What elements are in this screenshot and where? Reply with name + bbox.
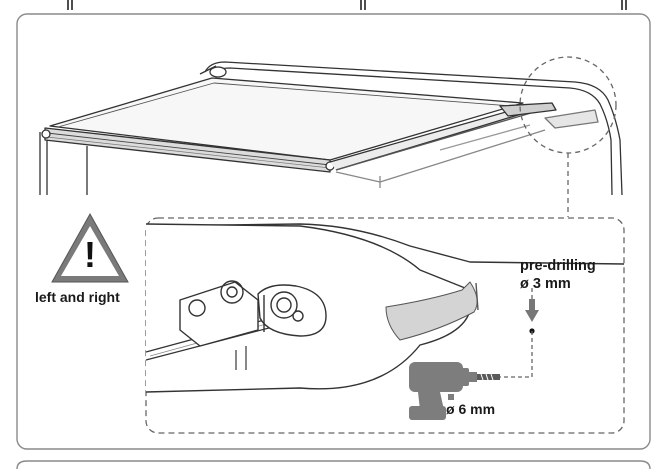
- next-panel-edge: [16, 460, 651, 469]
- predrill-diameter: ø 3 mm: [520, 276, 571, 292]
- warning-caption: left and right: [35, 289, 120, 305]
- warning-symbol: !: [84, 234, 96, 275]
- awning-end-detail: [145, 223, 625, 393]
- caravan-overview: [39, 61, 623, 196]
- drill-bit-diameter: ø 6 mm: [446, 401, 496, 417]
- drill-guide: [486, 288, 539, 378]
- predrill-label: pre-drilling: [520, 258, 596, 274]
- top-frame-lines: [67, 0, 627, 10]
- drill-icon: [409, 362, 500, 420]
- arrow-down-icon: [525, 310, 539, 322]
- warning-triangle-icon: [51, 212, 129, 283]
